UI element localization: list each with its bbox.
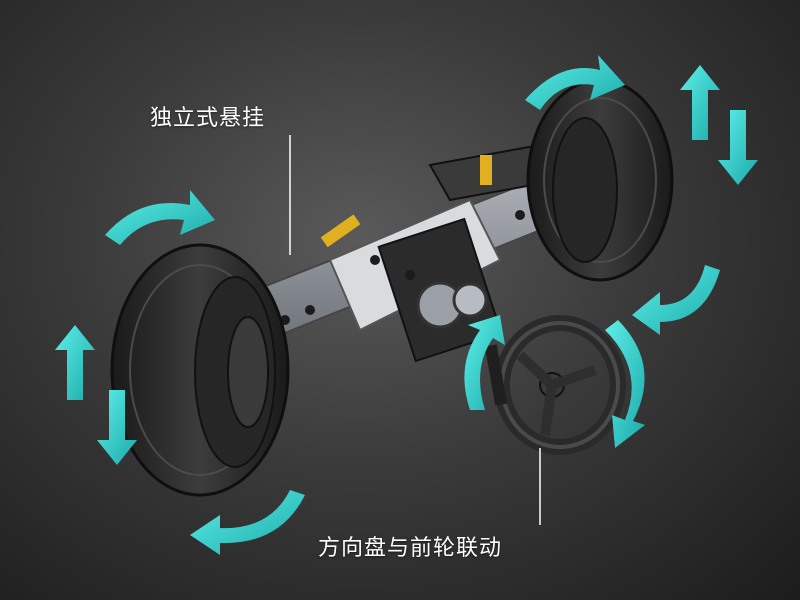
vertical-double-arrow-icon: [55, 325, 137, 465]
suspension-label: 独立式悬挂: [150, 106, 266, 131]
rotate-arrow-icon: [105, 190, 215, 245]
vertical-double-arrow-icon: [680, 65, 758, 185]
rotate-arrow-icon: [632, 265, 720, 335]
rotate-arrow-icon: [605, 320, 645, 448]
steering-wheel-icon: [484, 315, 626, 455]
steering-link-label: 方向盘与前轮联动: [318, 536, 503, 561]
rotate-arrow-icon: [190, 490, 305, 555]
left-wheel: [110, 243, 290, 497]
rotate-arrow-icon: [464, 315, 505, 410]
right-wheel: [526, 78, 674, 282]
rotate-arrow-icon: [525, 55, 625, 110]
